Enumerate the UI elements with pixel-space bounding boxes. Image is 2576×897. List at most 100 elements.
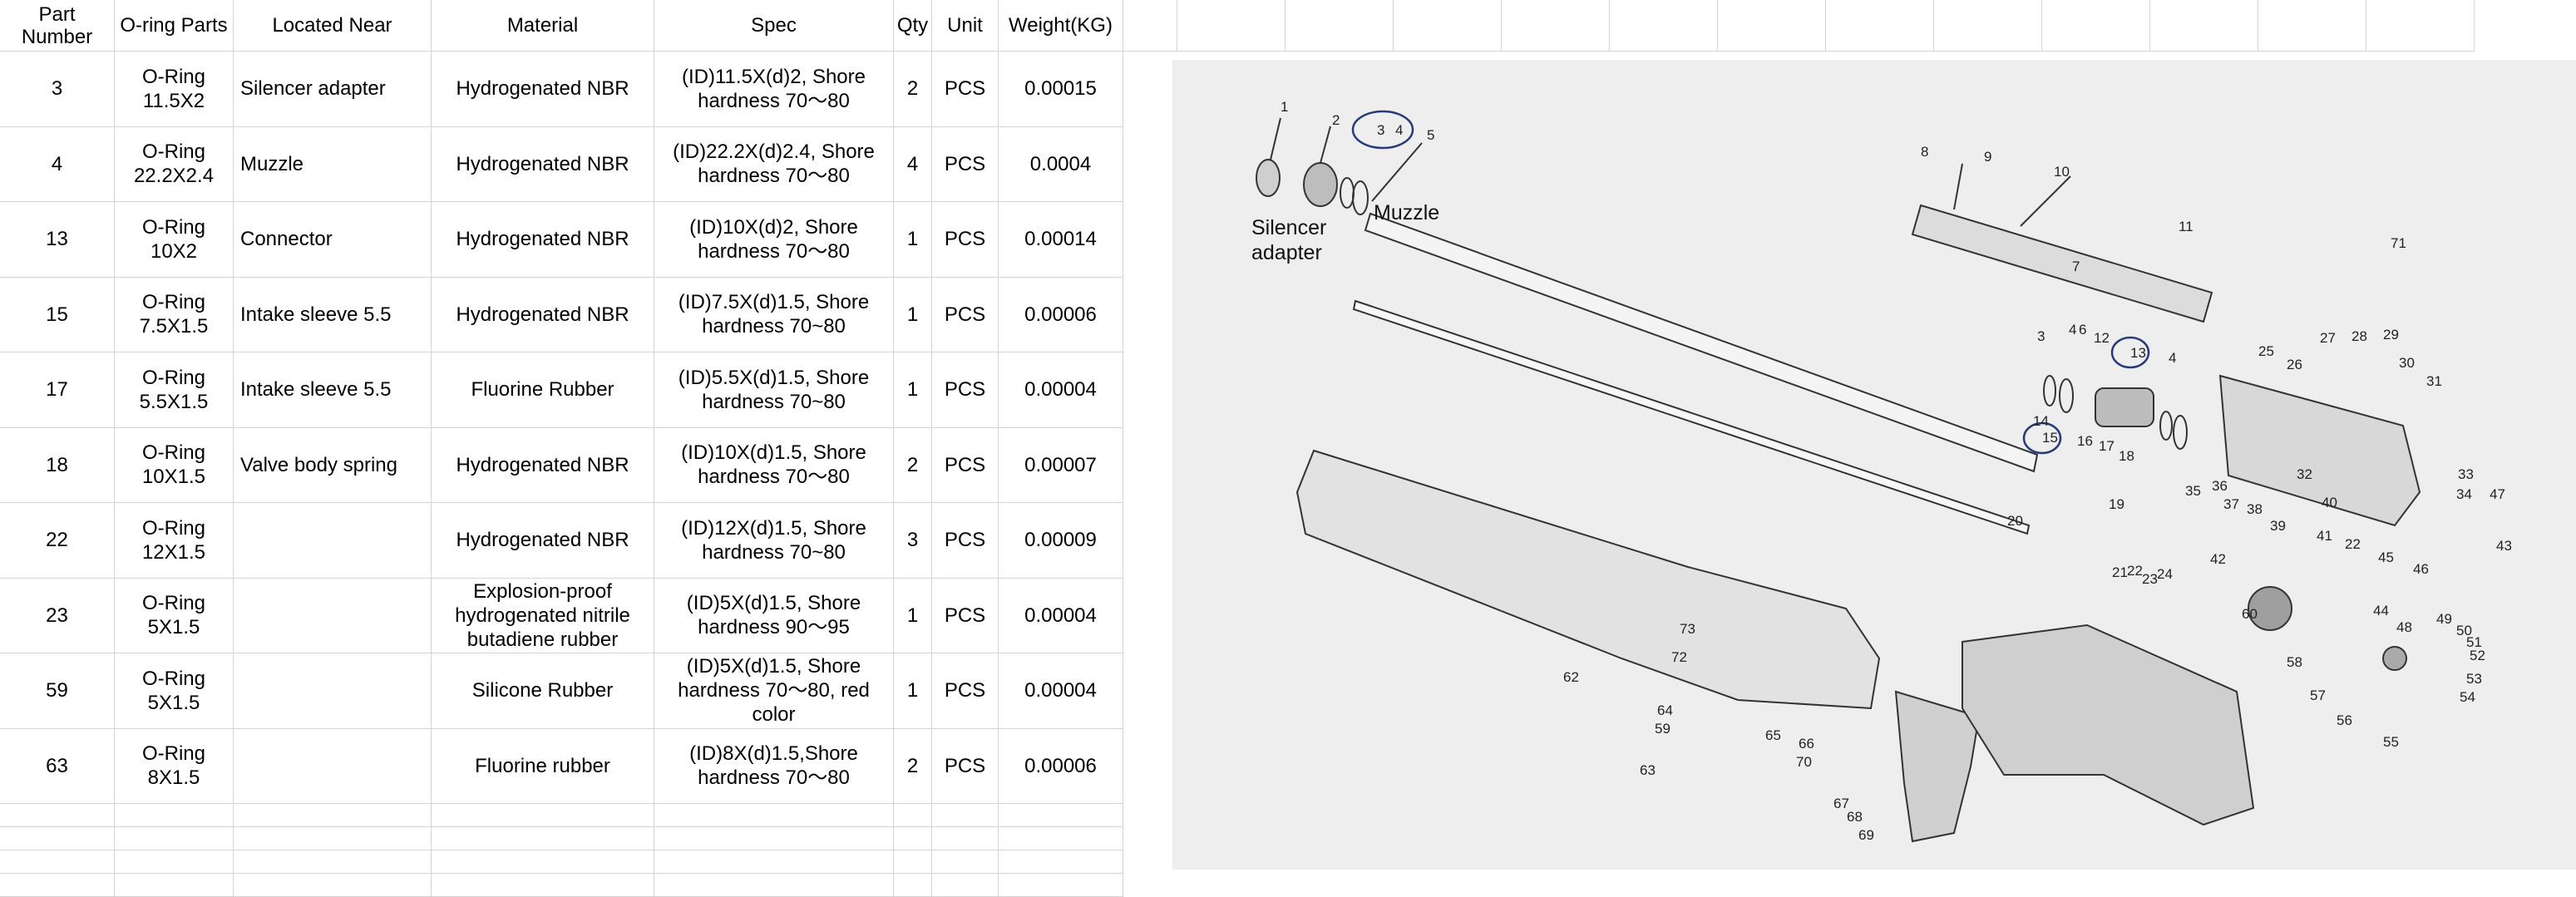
- cell-oring-parts[interactable]: O-Ring 5X1.5: [115, 653, 234, 729]
- empty-cell[interactable]: [115, 804, 234, 827]
- cell-qty[interactable]: 3: [894, 503, 932, 579]
- cell-unit[interactable]: PCS: [932, 202, 999, 278]
- empty-cell[interactable]: [999, 827, 1123, 850]
- empty-cell[interactable]: [932, 874, 999, 897]
- empty-cell[interactable]: [1123, 0, 1177, 52]
- empty-cell[interactable]: [654, 874, 894, 897]
- empty-cell[interactable]: [932, 827, 999, 850]
- cell-located-near[interactable]: Valve body spring: [234, 427, 432, 503]
- empty-cell[interactable]: [894, 874, 932, 897]
- cell-spec[interactable]: (ID)10X(d)2, Shore hardness 70～80: [654, 202, 894, 278]
- cell-spec[interactable]: (ID)5X(d)1.5, Shore hardness 90～95: [654, 578, 894, 653]
- cell-material[interactable]: Hydrogenated NBR: [432, 52, 654, 127]
- cell-weight[interactable]: 0.0004: [999, 126, 1123, 202]
- cell-located-near[interactable]: Intake sleeve 5.5: [234, 277, 432, 352]
- cell-part-number[interactable]: 63: [0, 728, 115, 804]
- header-unit[interactable]: Unit: [932, 0, 999, 52]
- cell-part-number[interactable]: 23: [0, 578, 115, 653]
- cell-oring-parts[interactable]: O-Ring 7.5X1.5: [115, 277, 234, 352]
- cell-unit[interactable]: PCS: [932, 277, 999, 352]
- cell-unit[interactable]: PCS: [932, 578, 999, 653]
- cell-part-number[interactable]: 3: [0, 52, 115, 127]
- cell-qty[interactable]: 1: [894, 352, 932, 428]
- cell-weight[interactable]: 0.00004: [999, 352, 1123, 428]
- cell-weight[interactable]: 0.00015: [999, 52, 1123, 127]
- empty-cell[interactable]: [1934, 0, 2042, 52]
- cell-qty[interactable]: 2: [894, 728, 932, 804]
- cell-part-number[interactable]: 18: [0, 427, 115, 503]
- cell-located-near[interactable]: [234, 578, 432, 653]
- cell-located-near[interactable]: [234, 728, 432, 804]
- cell-oring-parts[interactable]: O-Ring 11.5X2: [115, 52, 234, 127]
- cell-located-near[interactable]: Connector: [234, 202, 432, 278]
- empty-cell[interactable]: [999, 804, 1123, 827]
- empty-cell[interactable]: [654, 827, 894, 850]
- empty-cell[interactable]: [932, 804, 999, 827]
- empty-cell[interactable]: [0, 874, 115, 897]
- cell-material[interactable]: Silicone Rubber: [432, 653, 654, 729]
- empty-cell[interactable]: [1718, 0, 1826, 52]
- cell-unit[interactable]: PCS: [932, 126, 999, 202]
- cell-unit[interactable]: PCS: [932, 427, 999, 503]
- empty-cell[interactable]: [234, 827, 432, 850]
- cell-unit[interactable]: PCS: [932, 728, 999, 804]
- cell-material[interactable]: Explosion-proof hydrogenated nitrile but…: [432, 578, 654, 653]
- header-located-near[interactable]: Located Near: [234, 0, 432, 52]
- cell-material[interactable]: Fluorine Rubber: [432, 352, 654, 428]
- empty-cell[interactable]: [654, 804, 894, 827]
- cell-spec[interactable]: (ID)12X(d)1.5, Shore hardness 70~80: [654, 503, 894, 579]
- empty-cell[interactable]: [2042, 0, 2150, 52]
- cell-spec[interactable]: (ID)11.5X(d)2, Shore hardness 70～80: [654, 52, 894, 127]
- cell-spec[interactable]: (ID)5.5X(d)1.5, Shore hardness 70~80: [654, 352, 894, 428]
- cell-unit[interactable]: PCS: [932, 52, 999, 127]
- empty-cell[interactable]: [115, 850, 234, 874]
- empty-cell[interactable]: [432, 874, 654, 897]
- empty-cell[interactable]: [1826, 0, 1934, 52]
- empty-cell[interactable]: [2258, 0, 2366, 52]
- cell-unit[interactable]: PCS: [932, 503, 999, 579]
- empty-cell[interactable]: [432, 850, 654, 874]
- cell-oring-parts[interactable]: O-Ring 8X1.5: [115, 728, 234, 804]
- cell-weight[interactable]: 0.00006: [999, 728, 1123, 804]
- cell-qty[interactable]: 1: [894, 277, 932, 352]
- cell-material[interactable]: Hydrogenated NBR: [432, 126, 654, 202]
- empty-cell[interactable]: [115, 874, 234, 897]
- empty-cell[interactable]: [115, 827, 234, 850]
- cell-material[interactable]: Fluorine rubber: [432, 728, 654, 804]
- header-qty[interactable]: Qty: [894, 0, 932, 52]
- header-material[interactable]: Material: [432, 0, 654, 52]
- cell-oring-parts[interactable]: O-Ring 10X2: [115, 202, 234, 278]
- cell-located-near[interactable]: [234, 503, 432, 579]
- cell-spec[interactable]: (ID)8X(d)1.5,Shore hardness 70～80: [654, 728, 894, 804]
- header-spec[interactable]: Spec: [654, 0, 894, 52]
- cell-spec[interactable]: (ID)10X(d)1.5, Shore hardness 70～80: [654, 427, 894, 503]
- cell-qty[interactable]: 2: [894, 427, 932, 503]
- cell-weight[interactable]: 0.00004: [999, 653, 1123, 729]
- empty-cell[interactable]: [2366, 0, 2475, 52]
- empty-cell[interactable]: [1610, 0, 1718, 52]
- empty-cell[interactable]: [894, 827, 932, 850]
- empty-cell[interactable]: [1286, 0, 1394, 52]
- empty-cell[interactable]: [1177, 0, 1286, 52]
- empty-cell[interactable]: [432, 804, 654, 827]
- cell-oring-parts[interactable]: O-Ring 22.2X2.4: [115, 126, 234, 202]
- cell-part-number[interactable]: 17: [0, 352, 115, 428]
- empty-cell[interactable]: [999, 874, 1123, 897]
- empty-cell[interactable]: [932, 850, 999, 874]
- cell-weight[interactable]: 0.00007: [999, 427, 1123, 503]
- empty-cell[interactable]: [234, 874, 432, 897]
- cell-unit[interactable]: PCS: [932, 352, 999, 428]
- cell-located-near[interactable]: [234, 653, 432, 729]
- cell-part-number[interactable]: 22: [0, 503, 115, 579]
- cell-material[interactable]: Hydrogenated NBR: [432, 427, 654, 503]
- empty-cell[interactable]: [2150, 0, 2258, 52]
- cell-qty[interactable]: 2: [894, 52, 932, 127]
- cell-spec[interactable]: (ID)5X(d)1.5, Shore hardness 70～80, red …: [654, 653, 894, 729]
- empty-cell[interactable]: [894, 850, 932, 874]
- empty-cell[interactable]: [654, 850, 894, 874]
- cell-spec[interactable]: (ID)7.5X(d)1.5, Shore hardness 70~80: [654, 277, 894, 352]
- empty-cell[interactable]: [0, 827, 115, 850]
- header-oring-parts[interactable]: O-ring Parts: [115, 0, 234, 52]
- cell-qty[interactable]: 1: [894, 202, 932, 278]
- empty-cell[interactable]: [432, 827, 654, 850]
